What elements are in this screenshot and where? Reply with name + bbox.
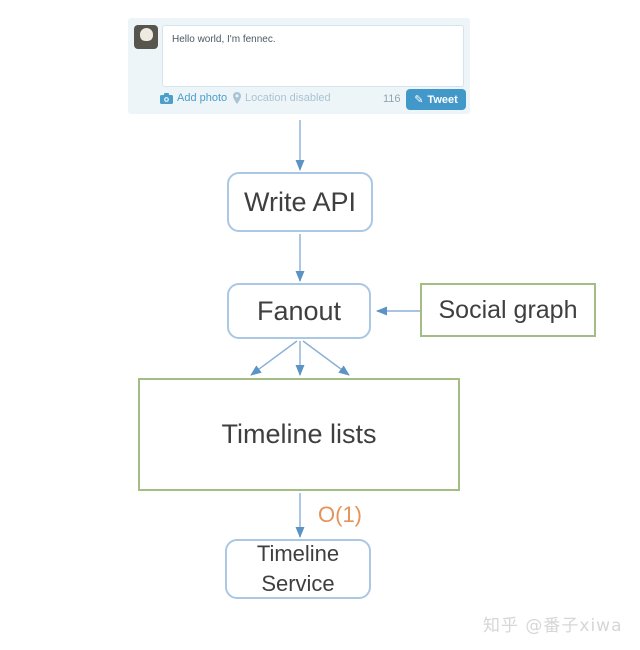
timeline-lists-node: Timeline lists	[138, 378, 460, 491]
tweet-button-label: Tweet	[427, 93, 458, 106]
composer-toolbar: Add photo Location disabled 116 ✎ Tweet	[128, 87, 470, 114]
social-graph-node: Social graph	[420, 283, 596, 337]
tweet-button[interactable]: ✎ Tweet	[406, 89, 466, 110]
timeline-service-node: Timeline Service	[225, 539, 371, 599]
tweet-text-input[interactable]: Hello world, I'm fennec.	[162, 25, 464, 87]
fanout-node: Fanout	[227, 283, 371, 339]
location-button[interactable]: Location disabled	[233, 92, 331, 104]
avatar-image	[140, 28, 153, 41]
camera-icon	[160, 92, 173, 104]
location-label: Location disabled	[245, 92, 331, 104]
add-photo-label: Add photo	[177, 92, 228, 104]
zhihu-watermark: 知乎 @番子xiwa	[483, 616, 623, 636]
character-count: 116	[383, 93, 401, 105]
pen-icon: ✎	[414, 94, 424, 106]
tweet-composer: Hello world, I'm fennec. Add photo Locat…	[128, 18, 470, 114]
complexity-annotation: O(1)	[318, 502, 362, 527]
location-pin-icon	[233, 92, 241, 104]
arrow-fanout-to-timeline-right	[302, 340, 350, 376]
write-api-node: Write API	[227, 172, 373, 232]
arrow-fanout-to-timeline-left	[250, 340, 298, 376]
user-avatar[interactable]	[134, 25, 158, 49]
add-photo-button[interactable]: Add photo	[160, 92, 227, 104]
